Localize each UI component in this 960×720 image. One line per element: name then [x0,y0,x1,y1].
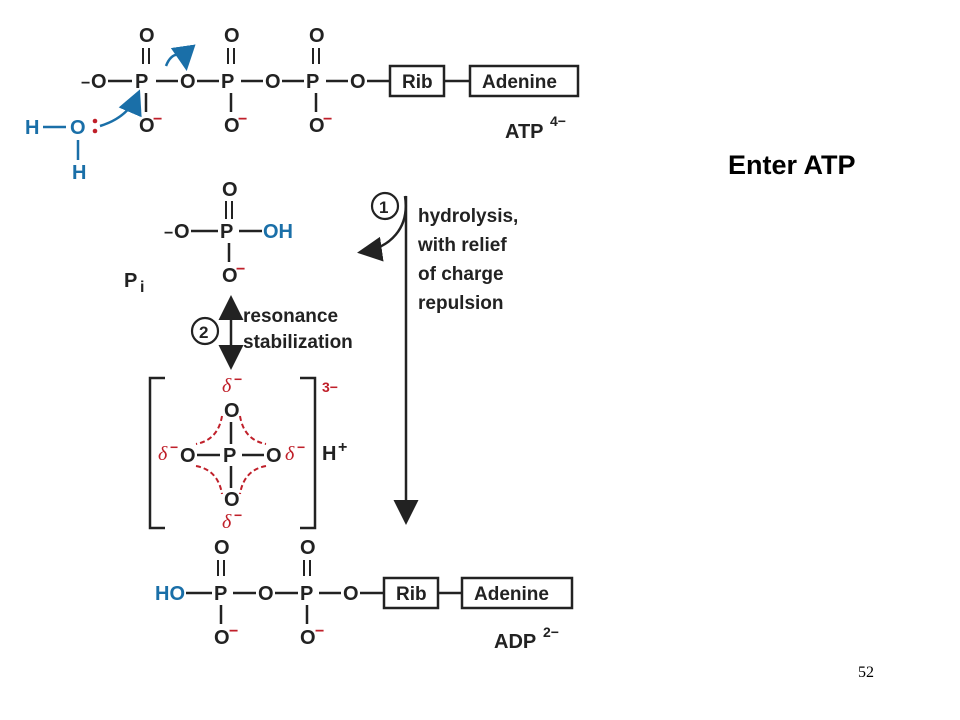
charge-minus: − [238,111,247,128]
ribose-label: Rib [396,584,427,605]
phosphorus-alpha: P [306,71,319,93]
atom-o: O [180,71,196,93]
bond-cleavage-arrow [164,44,196,71]
step-1-text-line: with relief [417,235,507,256]
left-bracket [148,376,165,530]
atp-molecule: − O P O O − O P O O − O P [81,25,580,143]
adenine-box [468,64,580,98]
atom-o: O [309,25,325,47]
hydroxyl-group: HO [155,583,185,605]
atom-o: O [91,71,107,93]
atom-o: O [300,537,316,559]
atom-o: O [224,25,240,47]
atom-o: O [180,445,196,467]
atom-o: O [265,71,281,93]
ribose-label: Rib [402,72,433,93]
atom-o: O [174,221,190,243]
charge-minus: − [234,507,242,523]
adenine-label: Adenine [474,584,549,605]
pi-subscript: i [140,279,144,296]
partial-charge-delta: δ [222,375,232,397]
hydroxyl-group: OH [263,221,293,243]
water-molecule: H O H [25,44,196,184]
atom-o: O [309,115,325,137]
atom-o: O [214,627,230,649]
right-bracket [300,376,317,530]
charge-minus: − [323,111,332,128]
step-2-number: 2 [199,323,208,342]
charge-minus: − [236,261,245,278]
step-1-number: 1 [379,198,388,217]
atom-o: O [300,627,316,649]
step-2-badge [190,316,220,346]
adenine-label: Adenine [482,72,557,93]
atom-o: O [224,489,240,511]
atom-o: O [343,583,359,605]
atp-charge: 4− [550,113,566,129]
inorganic-phosphate: O − O P OH O − P i [124,179,293,296]
slide-title: Enter ATP [728,150,856,180]
atom-o: O [139,115,155,137]
atom-o: O [139,25,155,47]
partial-charge-delta: δ [285,443,295,465]
charge-minus: − [153,111,162,128]
phosphorus: P [220,221,233,243]
charge-minus: − [315,623,324,640]
page-number: 52 [858,664,874,681]
atom-o: O [258,583,274,605]
atom-o: O [224,400,240,422]
atom-o: O [224,115,240,137]
step-1-text-line: repulsion [418,293,504,314]
water-oxygen: O [70,117,86,139]
charge-minus: − [81,75,90,92]
charge-minus: − [234,371,242,387]
step-1-text-line: of charge [418,264,504,285]
atp-label: ATP [505,121,544,143]
atom-o: O [266,445,282,467]
step-2-text-line: resonance [243,306,338,327]
phosphorus-beta: P [214,583,227,605]
charge-minus: − [229,623,238,640]
phosphorus: P [223,445,236,467]
ribose-box [382,576,440,610]
step-2-resonance: 2 resonance stabilization [190,295,353,370]
proton-label: H [322,443,336,465]
pi-label: P [124,270,137,292]
step-1-badge [370,191,400,221]
adenine-box [460,576,574,610]
step-1-hydrolysis: 1 hydrolysis, with relief of charge repu… [357,191,518,525]
atom-o: O [222,179,238,201]
phosphorus-beta: P [221,71,234,93]
adp-label: ADP [494,631,536,653]
charge-minus: − [170,439,178,455]
partial-charge-delta: δ [158,443,168,465]
step-2-text-line: stabilization [243,332,353,353]
phosphorus-alpha: P [300,583,313,605]
nucleophilic-attack-arrow [99,89,142,128]
phosphorus-gamma: P [135,71,148,93]
atom-o: O [214,537,230,559]
partial-charge-delta: δ [222,511,232,533]
charge-minus: − [297,439,305,455]
atom-h: H [72,162,86,184]
adp-charge: 2− [543,624,559,640]
resonance-hybrid: 3− H + δ − O δ − O P O δ − O δ − [148,371,347,533]
atom-o: O [222,265,238,287]
adp-molecule: HO P O O − O P O O − O Rib [155,537,574,653]
step-1-text-line: hydrolysis, [418,206,518,227]
proton-charge: + [338,439,347,456]
bracket-charge: 3− [322,379,338,395]
atom-o: O [350,71,366,93]
charge-minus: − [164,225,173,242]
atom-h: H [25,117,39,139]
